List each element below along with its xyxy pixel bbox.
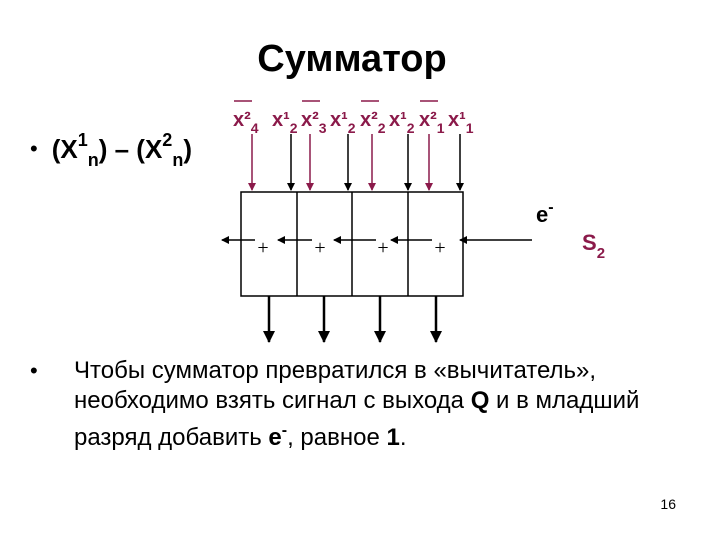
sum-label: S2 (582, 230, 605, 262)
cell-plus: + (257, 237, 268, 259)
input-label-sub: 2 (407, 120, 415, 136)
text-part4: . (399, 424, 407, 451)
text-e-sup: - (281, 422, 288, 439)
text-part3: , равное (287, 424, 387, 451)
input-label-sub: 2 (378, 120, 386, 136)
slide-title: Сумматор (0, 38, 720, 81)
input-label: x¹2 (330, 109, 356, 136)
input-label: x²1 (419, 109, 445, 136)
formula-suffix: ) (183, 134, 192, 164)
input-label-base: x¹ (272, 109, 290, 131)
sum-base: S (582, 230, 597, 255)
input-label-sub: 4 (251, 120, 259, 136)
formula-b-sup: 2 (162, 130, 173, 150)
input-label-base: x¹ (389, 109, 407, 131)
input-label: x¹1 (448, 109, 474, 136)
input-label-sub: 3 (319, 120, 327, 136)
input-label: x¹2 (389, 109, 415, 136)
carry-in-label: e- (536, 199, 554, 227)
formula-b-sub: n (172, 150, 184, 170)
carry-in-base: e (536, 202, 548, 227)
input-arrows (248, 134, 464, 191)
bullet-dot: • (30, 358, 38, 383)
input-label-base: x¹ (330, 109, 348, 131)
formula-a-sub: n (87, 150, 99, 170)
text-part2: и в младший разряд добавить (74, 387, 640, 451)
input-label-base: x² (301, 109, 319, 131)
page-number: 16 (660, 496, 676, 512)
input-label-base: x² (360, 109, 378, 131)
formula-middle: ) – (X (98, 134, 163, 164)
cell-plus: + (314, 237, 325, 259)
input-label-sub: 1 (466, 120, 474, 136)
input-label-sub: 1 (437, 120, 445, 136)
formula-prefix: (X (51, 134, 78, 164)
carry-in-sup: - (548, 199, 553, 216)
cell-plus: + (377, 237, 388, 259)
input-label: x²2 (360, 109, 386, 136)
sum-sub: 2 (597, 245, 605, 262)
input-label-base: x² (233, 109, 251, 131)
formula-a-sup: 1 (77, 130, 88, 150)
input-label: x²4 (233, 109, 259, 136)
explanation-text: Чтобы сумматор превратился в «вычитатель… (74, 356, 680, 453)
text-e-base: e (268, 424, 282, 451)
input-label: x¹2 (272, 109, 298, 136)
text-q: Q (470, 387, 490, 414)
input-label-base: x¹ (448, 109, 466, 131)
text-part1: Чтобы сумматор превратился в «вычитатель… (74, 357, 597, 414)
input-label-sub: 2 (290, 120, 298, 136)
bullet-dot: • (30, 136, 38, 161)
text-one: 1 (386, 424, 400, 451)
output-arrows (263, 296, 442, 343)
formula-bullet: •(X1n) – (X2n) (30, 130, 192, 171)
slide-title-text: Сумматор (257, 38, 447, 80)
explanation-bullet: • Чтобы сумматор превратился в «вычитате… (30, 356, 680, 453)
adder-cells: + + + + (221, 236, 446, 259)
cell-plus: + (434, 237, 445, 259)
input-label-base: x² (419, 109, 437, 131)
input-label: x²3 (301, 109, 327, 136)
input-label-sub: 2 (348, 120, 356, 136)
text-e: e- (268, 422, 288, 451)
